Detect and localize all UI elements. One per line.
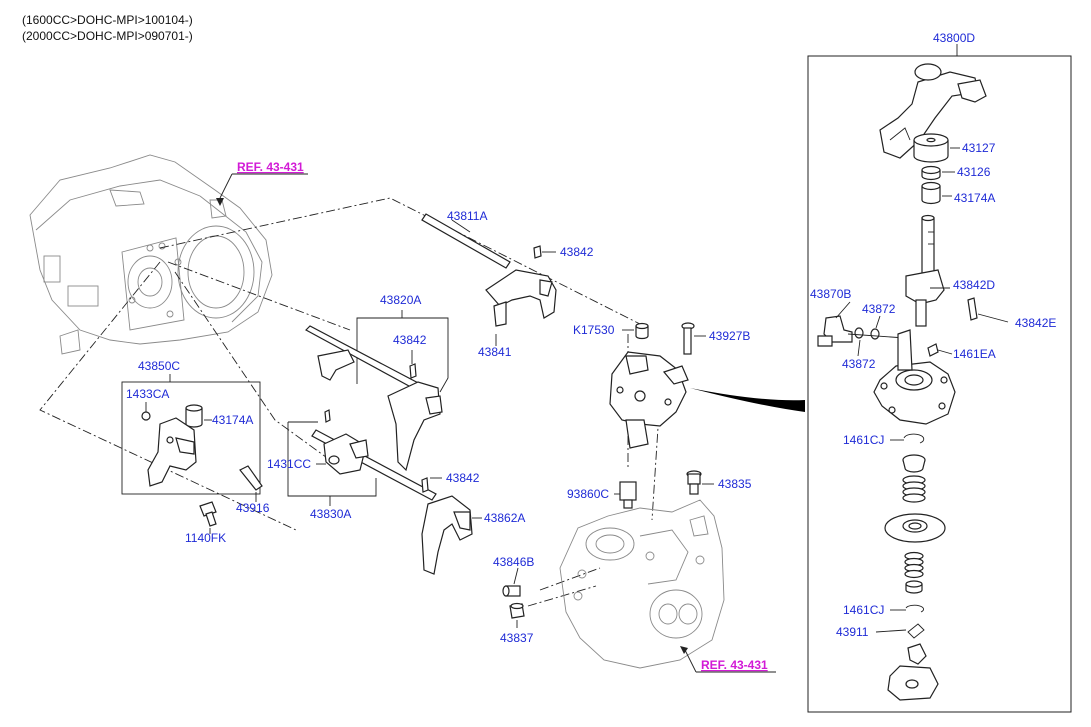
- part-43846B-plug: [502, 585, 521, 597]
- label-43842-c: 43842: [446, 471, 480, 485]
- part-43126-ring: [921, 165, 941, 181]
- label-43841: 43841: [478, 345, 512, 359]
- label-1140FK: 1140FK: [185, 531, 226, 545]
- disc-plate-part: [884, 513, 946, 543]
- part-43127-bushing: [913, 133, 949, 163]
- label-1431CC: 1431CC: [267, 457, 311, 471]
- pin-43842-c: [421, 477, 429, 493]
- shift-lever-part: [879, 63, 987, 159]
- label-43850C: 43850C: [138, 359, 180, 373]
- gearbox-housing-part: [559, 499, 725, 669]
- label-1461EA: 1461EA: [953, 347, 996, 361]
- ref-label-top: REF. 43-431: [237, 160, 304, 174]
- label-43127: 43127: [962, 141, 996, 155]
- clutch-housing-part: [29, 154, 273, 355]
- header-line-1: (1600CC>DOHC-MPI>100104-): [22, 13, 193, 27]
- label-43126: 43126: [957, 165, 991, 179]
- part-43835-bolt: [686, 470, 702, 495]
- part-43174A-left-sleeve: [185, 404, 203, 428]
- shift-cover-housing-part: [873, 329, 956, 425]
- small-cap-part: [905, 580, 923, 594]
- part-1461EA-clip: [927, 343, 939, 357]
- part-43872-washer-a: [870, 328, 880, 340]
- label-1433CA: 1433CA: [126, 387, 169, 401]
- label-43872-bottom: 43872: [842, 357, 876, 371]
- group-43850C-frame: [121, 381, 261, 495]
- label-1461CJ-top: 1461CJ: [843, 433, 884, 447]
- part-43811A-rod: [421, 213, 511, 269]
- shift-control-body-part: [609, 351, 689, 449]
- part-43916-bolt: [239, 465, 263, 491]
- part-1461CJ-ring-b: [905, 604, 925, 613]
- label-43820A: 43820A: [380, 293, 421, 307]
- header-line-2: (2000CC>DOHC-MPI>090701-): [22, 29, 193, 43]
- spring-large-part: [902, 475, 926, 503]
- part-43927B-bolt: [681, 322, 695, 355]
- spring-small-part: [904, 551, 924, 579]
- label-43842E: 43842E: [1015, 316, 1056, 330]
- part-43830A-rod-fork: [311, 429, 437, 501]
- part-43870B-bracket: [817, 315, 853, 347]
- part-93860C-sensor: [619, 481, 637, 509]
- part-43911-clip: [907, 623, 925, 639]
- part-K17530-plug: [635, 322, 649, 340]
- part-43820A-rod-fork: [305, 325, 443, 472]
- label-43842D: 43842D: [953, 278, 995, 292]
- label-43174A-right: 43174A: [954, 191, 995, 205]
- pin-43842-a: [533, 245, 542, 259]
- pin-43842D-part: [967, 297, 978, 321]
- label-43811A: 43811A: [447, 209, 487, 223]
- assembly-guide-lines: [39, 197, 663, 607]
- part-1461CJ-ring-a: [903, 433, 925, 444]
- label-43870B: 43870B: [810, 287, 851, 301]
- part-43841-fork: [485, 269, 557, 327]
- label-43916: 43916: [236, 501, 270, 515]
- label-43837: 43837: [500, 631, 534, 645]
- ref-label-bottom: REF. 43-431: [701, 658, 768, 672]
- label-43830A: 43830A: [310, 507, 351, 521]
- label-43842-b: 43842: [393, 333, 427, 347]
- label-93860C: 93860C: [567, 487, 609, 501]
- label-43842-a: 43842: [560, 245, 594, 259]
- label-K17530: K17530: [573, 323, 615, 337]
- label-43862A: 43862A: [484, 511, 525, 525]
- label-43835: 43835: [718, 477, 752, 491]
- label-43927B: 43927B: [709, 329, 750, 343]
- assembly-43800D-frame: [807, 55, 1072, 713]
- label-43911: 43911: [836, 625, 869, 639]
- bottom-lever-part: [887, 643, 939, 701]
- part-43837-plug: [509, 602, 525, 619]
- part-1140FK-bolt: [199, 501, 217, 527]
- assembly-43800D-group: 43800D 43127 43126 43174A 43842D 43842E …: [807, 31, 1072, 713]
- pin-43842-b: [409, 363, 417, 379]
- assembly-pointer-wedge: [690, 388, 805, 412]
- label-1461CJ-bottom: 1461CJ: [843, 603, 884, 617]
- part-1433CA-ball: [141, 411, 151, 421]
- label-43846B: 43846B: [493, 555, 534, 569]
- part-43862A-fork: [421, 495, 473, 575]
- part-43850C-bracket: [147, 417, 197, 487]
- part-43872-washer-b: [854, 327, 864, 339]
- control-shaft-part: [905, 214, 945, 327]
- label-43174A-left: 43174A: [212, 413, 253, 427]
- label-43800D: 43800D: [933, 31, 975, 45]
- pin-43842-left: [324, 409, 331, 423]
- part-43174A-sleeve: [921, 181, 941, 205]
- seal-cap-part: [902, 454, 926, 473]
- label-43872-top: 43872: [862, 302, 896, 316]
